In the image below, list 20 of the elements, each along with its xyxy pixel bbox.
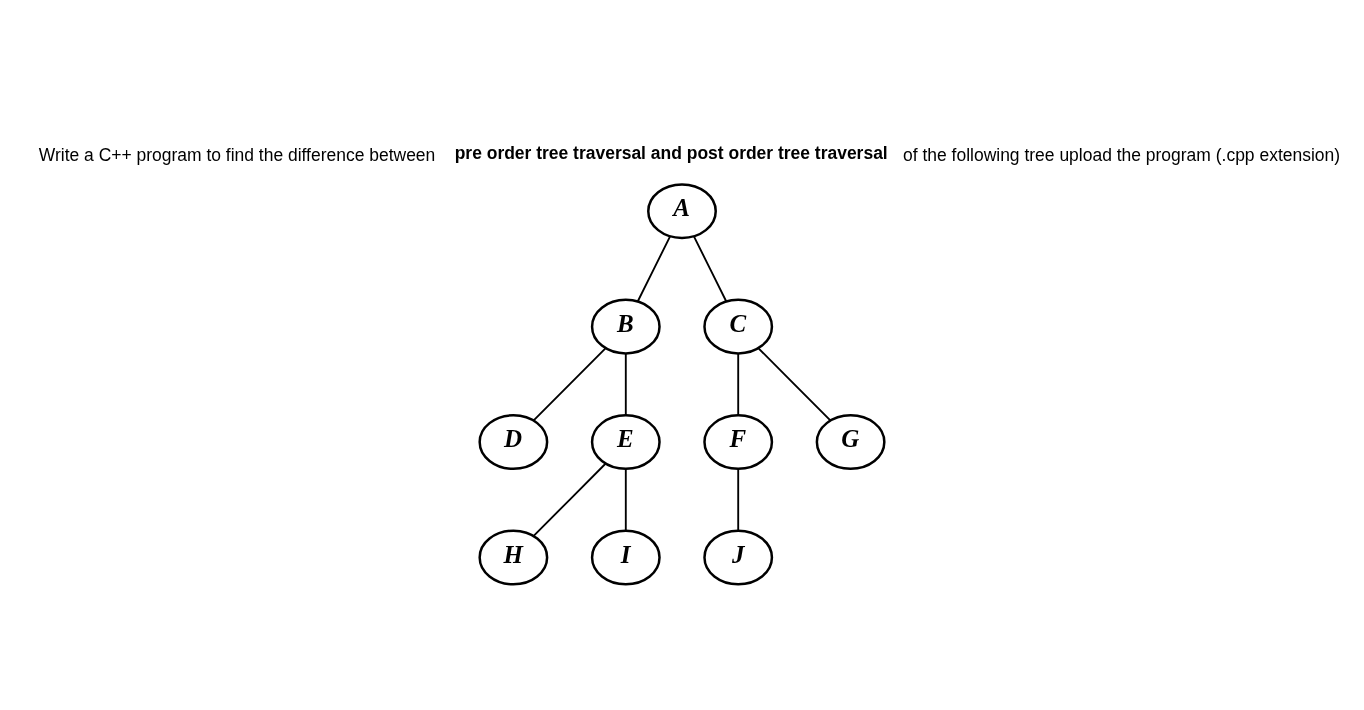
connector bbox=[624, 468, 627, 532]
connector bbox=[624, 352, 627, 417]
node-ellipse: C bbox=[703, 298, 774, 355]
node-ellipse: J bbox=[703, 529, 774, 586]
connector bbox=[737, 468, 740, 532]
node-ellipse: I bbox=[590, 529, 661, 586]
connector bbox=[636, 235, 671, 303]
node-ellipse: B bbox=[590, 298, 661, 355]
connector bbox=[532, 347, 607, 422]
node-ellipse: F bbox=[703, 414, 774, 471]
connector bbox=[693, 235, 728, 303]
connector bbox=[737, 352, 740, 417]
diagram-title: Write a C++ program to find the difference between pre order tree traversal and post order tree traversal of the following tree upload the program (.cpp extension) bbox=[38, 143, 1341, 165]
connector bbox=[532, 462, 607, 537]
node-ellipse: D bbox=[478, 414, 549, 471]
node-ellipse: E bbox=[590, 414, 661, 471]
node-ellipse: A bbox=[647, 183, 717, 240]
node-ellipse: H bbox=[478, 529, 549, 586]
node-ellipse: G bbox=[815, 414, 886, 471]
connector bbox=[757, 347, 832, 422]
